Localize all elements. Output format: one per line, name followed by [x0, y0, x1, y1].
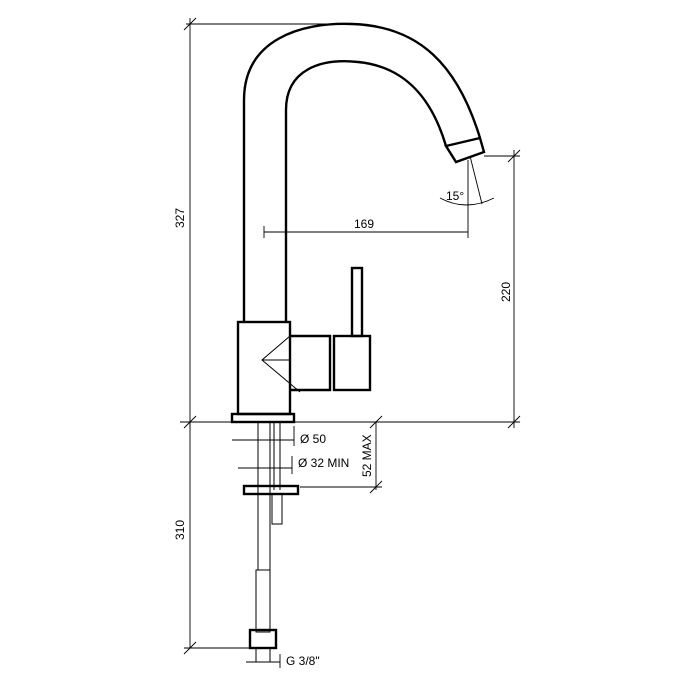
lever-handle: [350, 266, 364, 338]
dim-spout-height-label: 220: [499, 282, 513, 302]
dim-total-height: 327: [173, 17, 350, 429]
dim-angle: 15°: [439, 155, 495, 206]
dim-connection-label: G 3/8": [286, 654, 320, 668]
dim-deck-thickness: 52 MAX: [300, 415, 383, 494]
dim-reach-label: 169: [354, 217, 374, 231]
dim-total-height-label: 327: [173, 208, 187, 228]
mounting-assembly: [242, 421, 300, 663]
dim-hole-32: Ø 32 MIN: [238, 456, 349, 474]
dim-hole-50-label: Ø 50: [300, 432, 326, 446]
dim-spout-height: 220: [484, 149, 521, 429]
dim-deck-thickness-label: 52 MAX: [360, 434, 374, 477]
dim-connection: G 3/8": [246, 654, 320, 668]
mixer-body: [230, 320, 372, 424]
spout-outline: [242, 22, 486, 322]
dim-reach: 169: [263, 160, 469, 238]
dim-angle-label: 15°: [446, 189, 464, 203]
dim-hole-50: Ø 50: [232, 426, 326, 446]
dim-hose-length-label: 310: [173, 520, 187, 540]
dim-hole-32-label: Ø 32 MIN: [298, 456, 349, 470]
dim-hose-length: 310: [173, 422, 254, 655]
